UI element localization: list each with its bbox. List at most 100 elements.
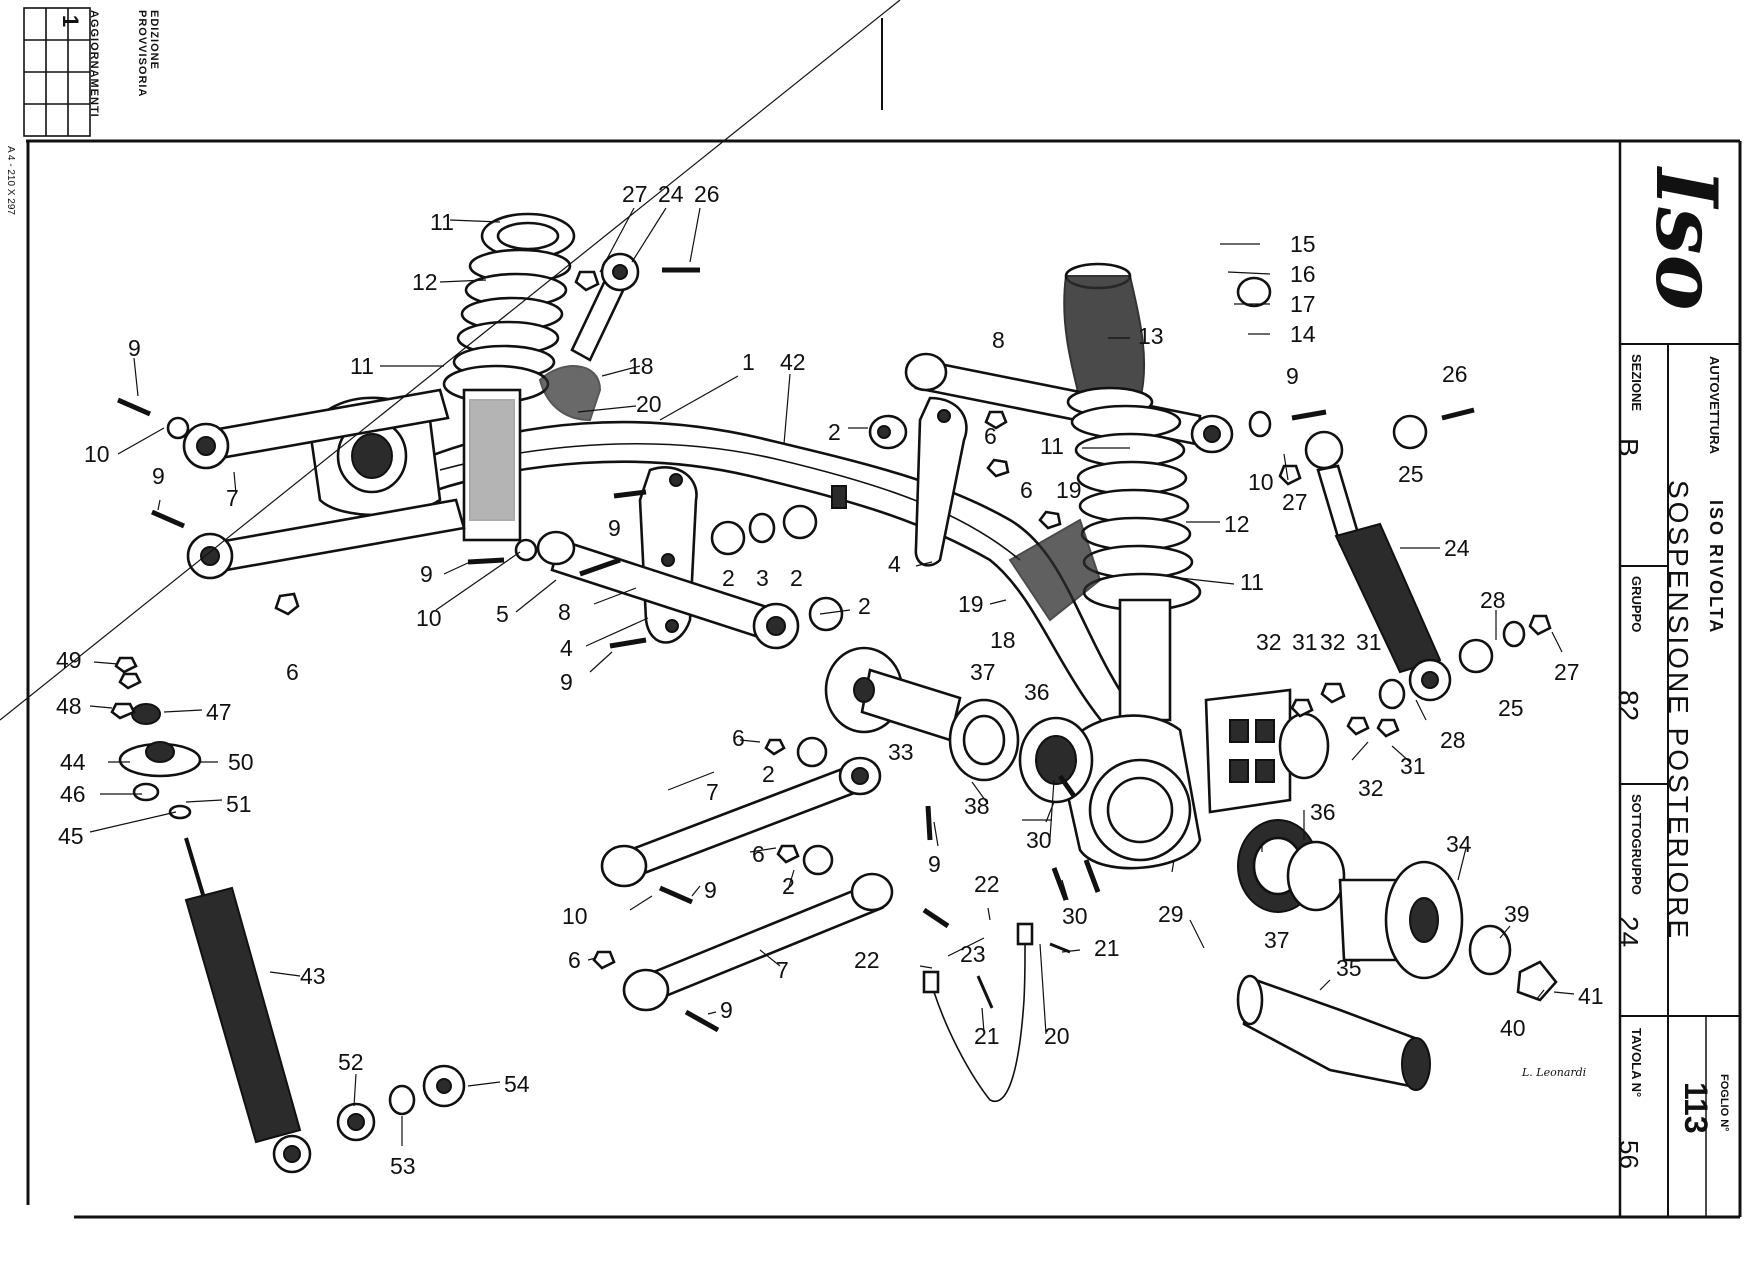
- part-nuts: [110, 270, 1552, 970]
- callout-6f: 6: [568, 947, 581, 973]
- part-left-upper-link: [182, 388, 450, 470]
- callout-11c: 11: [1040, 433, 1064, 459]
- callout-30b: 30: [1062, 903, 1088, 929]
- callout-28a: 28: [1480, 587, 1506, 613]
- part-shock-top-mount: [118, 703, 202, 820]
- callout-30a: 30: [1026, 827, 1052, 853]
- callout-3: 3: [756, 565, 769, 591]
- callout-49: 49: [56, 647, 82, 673]
- callout-29: 29: [1158, 901, 1184, 927]
- callout-10c: 10: [1248, 469, 1274, 495]
- callout-33: 33: [888, 739, 914, 765]
- callout-6d: 6: [732, 725, 745, 751]
- part-lower-link-upper: [600, 756, 882, 888]
- callout-22a: 22: [974, 871, 1000, 897]
- callout-15: 15: [1290, 231, 1316, 257]
- callout-25b: 25: [1498, 695, 1524, 721]
- part-bolts: [116, 267, 1475, 1033]
- leader-lines: [0, 0, 1575, 1146]
- callout-38: 38: [964, 793, 990, 819]
- callout-5: 5: [496, 601, 509, 627]
- callout-2b: 2: [790, 565, 803, 591]
- callout-37a: 37: [970, 659, 996, 685]
- callout-2e: 2: [762, 761, 775, 787]
- callout-21b: 21: [974, 1023, 1000, 1049]
- callout-40: 40: [1500, 1015, 1526, 1041]
- callout-18a: 18: [628, 353, 654, 379]
- part-small-bushes: [166, 276, 1526, 876]
- callout-11b: 11: [350, 353, 374, 379]
- callout-11a: 11: [430, 209, 454, 235]
- callout-7c: 7: [776, 957, 789, 983]
- callout-31b: 31: [1356, 629, 1382, 655]
- callout-9d: 9: [560, 669, 573, 695]
- callout-9i: 9: [928, 851, 941, 877]
- part-right-spring-seat: [1008, 518, 1102, 622]
- callout-51: 51: [226, 791, 252, 817]
- callout-6e: 6: [752, 841, 765, 867]
- part-left-coil-spring: [442, 212, 576, 542]
- part-stub-axle: [1236, 974, 1431, 1091]
- callout-32a: 32: [1256, 629, 1282, 655]
- callout-53: 53: [390, 1153, 416, 1179]
- callout-6a: 6: [286, 659, 299, 685]
- callout-32c: 32: [1358, 775, 1384, 801]
- callout-12a: 12: [412, 269, 438, 295]
- callout-22b: 22: [854, 947, 880, 973]
- callout-11d: 11: [1240, 569, 1264, 595]
- callout-labels: 1 42 11 12 11 27 24 26 18 20 9 10 9 7 9 …: [56, 181, 1604, 1179]
- callout-2a: 2: [722, 565, 735, 591]
- part-wheel-hub: [1338, 860, 1558, 1002]
- callout-28b: 28: [1440, 727, 1466, 753]
- callout-4a: 4: [560, 635, 573, 661]
- callout-14: 14: [1290, 321, 1316, 347]
- callout-7a: 7: [226, 485, 239, 511]
- part-half-shaft: [824, 646, 962, 742]
- callout-20a: 20: [636, 391, 662, 417]
- callout-36b: 36: [1310, 799, 1336, 825]
- callout-23: 23: [960, 941, 986, 967]
- callout-45: 45: [58, 823, 84, 849]
- sheet-frame: [26, 139, 1742, 1219]
- callout-8a: 8: [558, 599, 571, 625]
- callout-2c: 2: [858, 593, 871, 619]
- callout-17: 17: [1290, 291, 1316, 317]
- callout-24b: 24: [1444, 535, 1470, 561]
- callout-31c: 31: [1400, 753, 1426, 779]
- callout-8b: 8: [992, 327, 1005, 353]
- callout-52: 52: [338, 1049, 364, 1075]
- part-upper-shock-link: [538, 252, 640, 422]
- callout-26b: 26: [1442, 361, 1468, 387]
- callout-37b: 37: [1264, 927, 1290, 953]
- callout-42: 42: [780, 349, 806, 375]
- part-center-bracket: [638, 466, 698, 644]
- callout-9c: 9: [420, 561, 433, 587]
- callout-18b: 18: [990, 627, 1016, 653]
- callout-25a: 25: [1398, 461, 1424, 487]
- callout-13: 13: [1138, 323, 1164, 349]
- callout-9g: 9: [704, 877, 717, 903]
- part-left-lower-link: [186, 498, 466, 580]
- callout-43: 43: [300, 963, 326, 989]
- callout-9b: 9: [152, 463, 165, 489]
- callout-10d: 10: [562, 903, 588, 929]
- callout-46: 46: [60, 781, 86, 807]
- callout-50: 50: [228, 749, 254, 775]
- callout-27a: 27: [622, 181, 648, 207]
- part-sensor-cable: [922, 922, 1034, 1103]
- callout-7b: 7: [706, 779, 719, 805]
- callout-2f: 2: [782, 873, 795, 899]
- callout-36a: 36: [1024, 679, 1050, 705]
- callout-31a: 31: [1292, 629, 1318, 655]
- part-lower-link-lower: [622, 872, 894, 1012]
- part-right-bracket: [914, 396, 968, 567]
- callout-10a: 10: [84, 441, 110, 467]
- callout-19b: 19: [958, 591, 984, 617]
- part-bush-set: [336, 1064, 466, 1142]
- callout-19a: 19: [1056, 477, 1082, 503]
- callout-24a: 24: [658, 181, 684, 207]
- callout-4b: 4: [888, 551, 901, 577]
- part-bearing-right: [1237, 819, 1346, 913]
